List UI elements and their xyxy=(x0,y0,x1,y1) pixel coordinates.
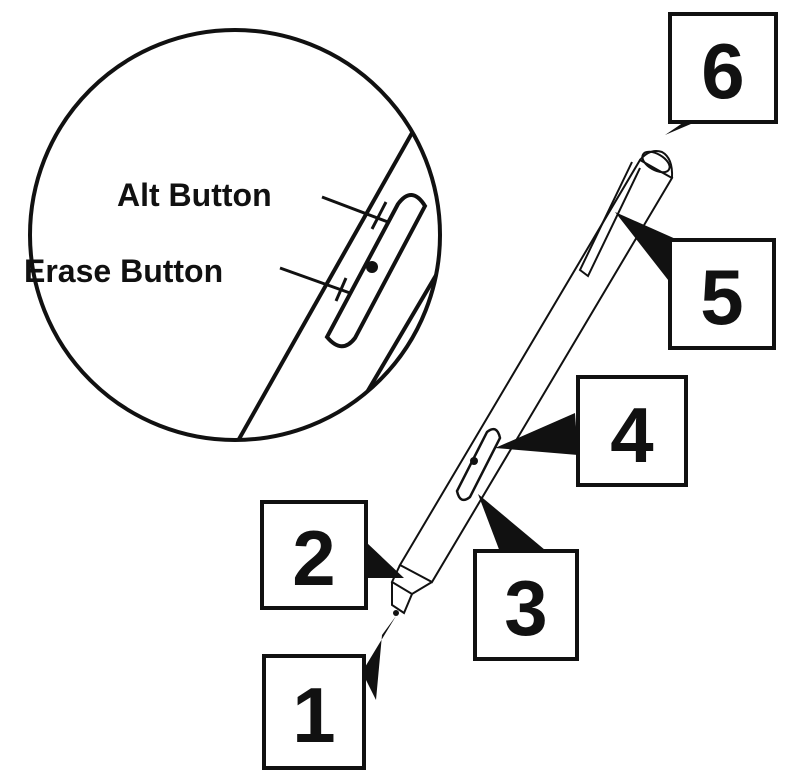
pointer-3 xyxy=(478,494,545,552)
alt-button-label: Alt Button xyxy=(117,177,272,213)
callout-number-2: 2 xyxy=(292,514,335,602)
callout-box-4: 4 xyxy=(578,377,686,485)
callout-box-1: 1 xyxy=(264,656,364,768)
pointer-1 xyxy=(362,616,396,700)
inset-circle xyxy=(30,30,440,440)
erase-button-label: Erase Button xyxy=(24,253,223,289)
inset-button-dot xyxy=(366,261,378,273)
inset-barrel-edge xyxy=(230,110,425,455)
callout-number-6: 6 xyxy=(701,27,744,115)
pen-button-capsule xyxy=(457,429,500,500)
pen-cap xyxy=(640,151,672,178)
pen-button-dot xyxy=(470,457,478,465)
callout-box-6: 6 xyxy=(670,14,776,122)
pointer-4 xyxy=(495,413,578,455)
pen-clip xyxy=(580,162,640,276)
callout-number-1: 1 xyxy=(292,671,335,759)
callout-box-3: 3 xyxy=(475,551,577,659)
pointer-2 xyxy=(366,542,404,578)
inset-barrel-edge-3 xyxy=(355,300,455,455)
callout-number-4: 4 xyxy=(610,391,653,479)
magnified-inset: Alt Button Erase Button xyxy=(24,30,455,455)
pen-tip-point xyxy=(393,610,399,616)
pen-tip-cone xyxy=(392,582,412,613)
callout-box-5: 5 xyxy=(670,240,774,348)
callout-number-5: 5 xyxy=(700,253,743,341)
callout-number-3: 3 xyxy=(504,564,547,652)
inset-barrel-edge-2 xyxy=(330,260,445,455)
callout-box-2: 2 xyxy=(262,502,366,608)
